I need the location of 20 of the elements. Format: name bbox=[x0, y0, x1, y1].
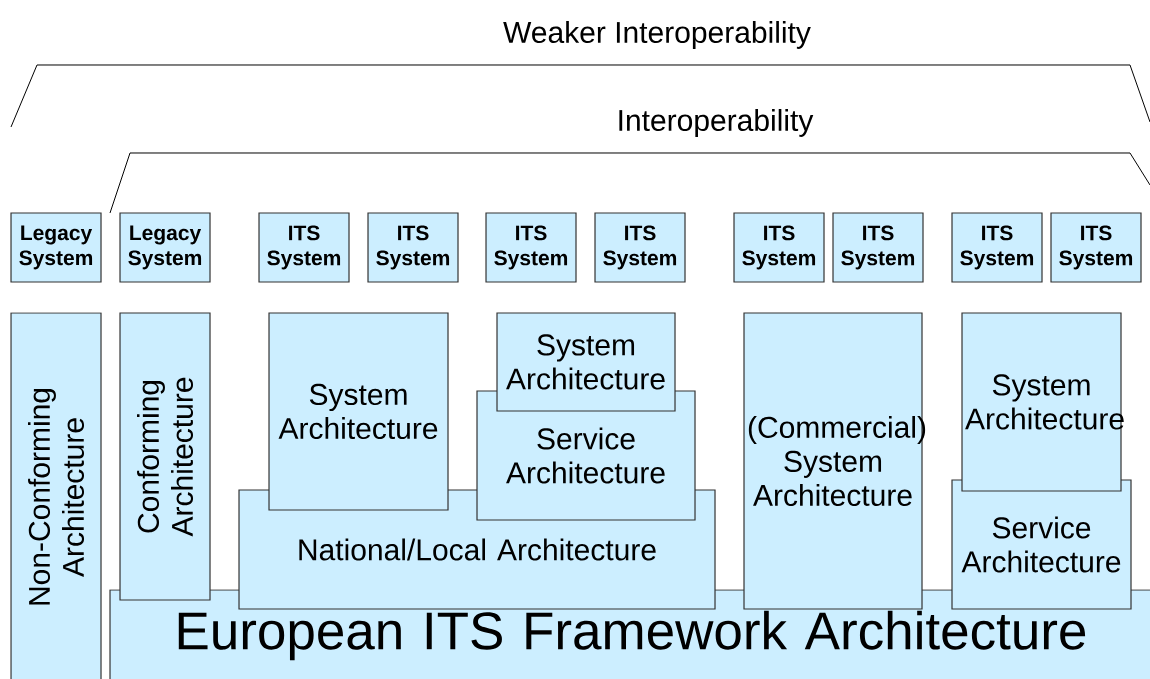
system-box: ITS System bbox=[832, 212, 924, 283]
node-label: European ITS Framework Architecture bbox=[178, 610, 1086, 661]
architecture-box: (Commercial) System Architecture bbox=[743, 312, 926, 610]
architecture-box: System Architecture bbox=[268, 312, 449, 511]
bracket-label: Weaker Interoperability bbox=[503, 21, 811, 49]
architecture-box: System Architecture bbox=[496, 312, 676, 412]
architecture-box: Conforming Architecture bbox=[119, 312, 211, 601]
system-box: ITS System bbox=[367, 212, 459, 283]
system-box: ITS System bbox=[594, 212, 686, 283]
system-box: ITS System bbox=[485, 212, 577, 283]
system-box: ITS System bbox=[733, 212, 825, 283]
architecture-box: System Architecture bbox=[961, 312, 1124, 492]
architecture-box: Non-Conforming Architecture bbox=[10, 312, 102, 679]
system-box: ITS System bbox=[258, 212, 350, 283]
system-box: ITS System bbox=[1050, 212, 1142, 283]
system-box: ITS System bbox=[951, 212, 1043, 283]
architecture-box: Service Architecture bbox=[951, 479, 1132, 610]
system-box: Legacy System bbox=[119, 212, 211, 283]
system-box: Legacy System bbox=[10, 212, 102, 283]
bracket-label: Interoperability bbox=[619, 109, 814, 137]
